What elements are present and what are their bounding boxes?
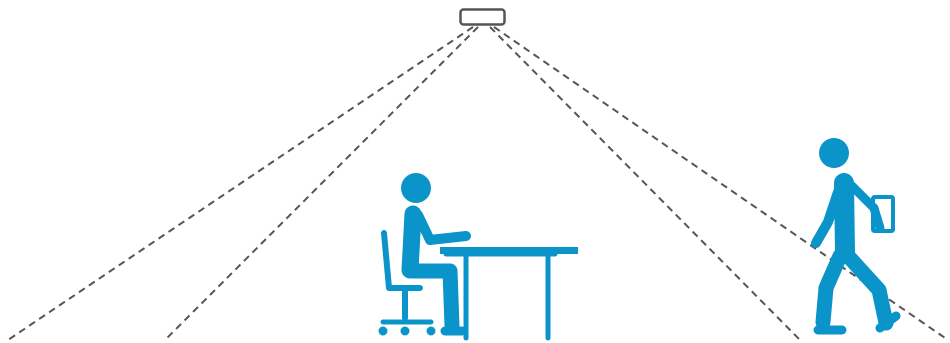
walking-person-with-folder-icon [816, 138, 896, 330]
ceiling-sensor-icon [461, 10, 505, 25]
desk-icon [440, 247, 578, 338]
beam-inner-left [165, 27, 478, 340]
beam-inner-right [490, 27, 800, 340]
detection-beams [8, 27, 948, 340]
